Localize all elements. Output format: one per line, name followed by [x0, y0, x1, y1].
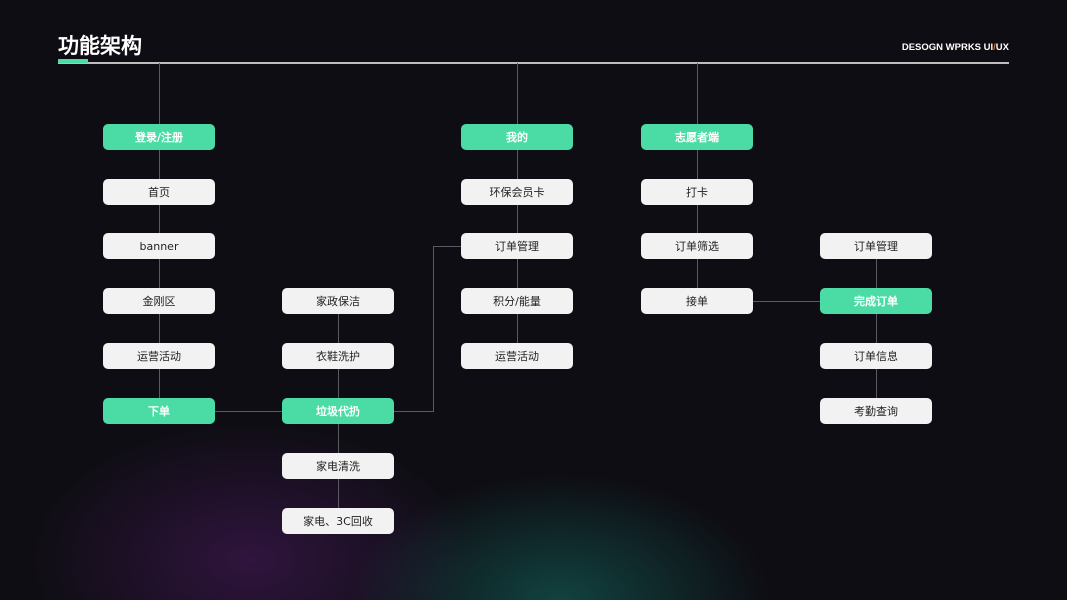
connector: [517, 63, 518, 356]
col3-node: 订单管理: [461, 233, 573, 259]
header-accent-bar: [58, 59, 88, 63]
col1-node: 登录/注册: [103, 124, 215, 150]
brand-right: UX: [995, 42, 1009, 53]
page-title: 功能架构: [58, 34, 142, 58]
col3-node: 积分/能量: [461, 288, 573, 314]
col4-node: 打卡: [641, 179, 753, 205]
col3-node: 运营活动: [461, 343, 573, 369]
col5-node: 完成订单: [820, 288, 932, 314]
connector: [394, 411, 433, 412]
col1-node: 首页: [103, 179, 215, 205]
col1-node: banner: [103, 233, 215, 259]
col3-node: 环保会员卡: [461, 179, 573, 205]
col1-node: 运营活动: [103, 343, 215, 369]
col2-node: 家电、3C回收: [282, 508, 394, 534]
connector: [433, 246, 461, 247]
connector: [876, 246, 877, 411]
header-divider: [58, 62, 1009, 64]
brand-left: DESOGN WPRKS UI: [901, 42, 994, 53]
connector: [215, 411, 282, 412]
brand-slash: /: [993, 42, 996, 53]
col5-node: 订单信息: [820, 343, 932, 369]
col3-node: 我的: [461, 124, 573, 150]
col4-node: 订单筛选: [641, 233, 753, 259]
col5-node: 订单管理: [820, 233, 932, 259]
brand-text: DESOGN WPRKS UI/UX: [902, 42, 1009, 53]
col2-node: 家政保洁: [282, 288, 394, 314]
connector: [753, 301, 820, 302]
connector: [433, 246, 434, 412]
col1-node: 下单: [103, 398, 215, 424]
col2-node: 衣鞋洗护: [282, 343, 394, 369]
col5-node: 考勤查询: [820, 398, 932, 424]
col2-node: 垃圾代扔: [282, 398, 394, 424]
col4-node: 接单: [641, 288, 753, 314]
col1-node: 金刚区: [103, 288, 215, 314]
col4-node: 志愿者端: [641, 124, 753, 150]
col2-node: 家电清洗: [282, 453, 394, 479]
